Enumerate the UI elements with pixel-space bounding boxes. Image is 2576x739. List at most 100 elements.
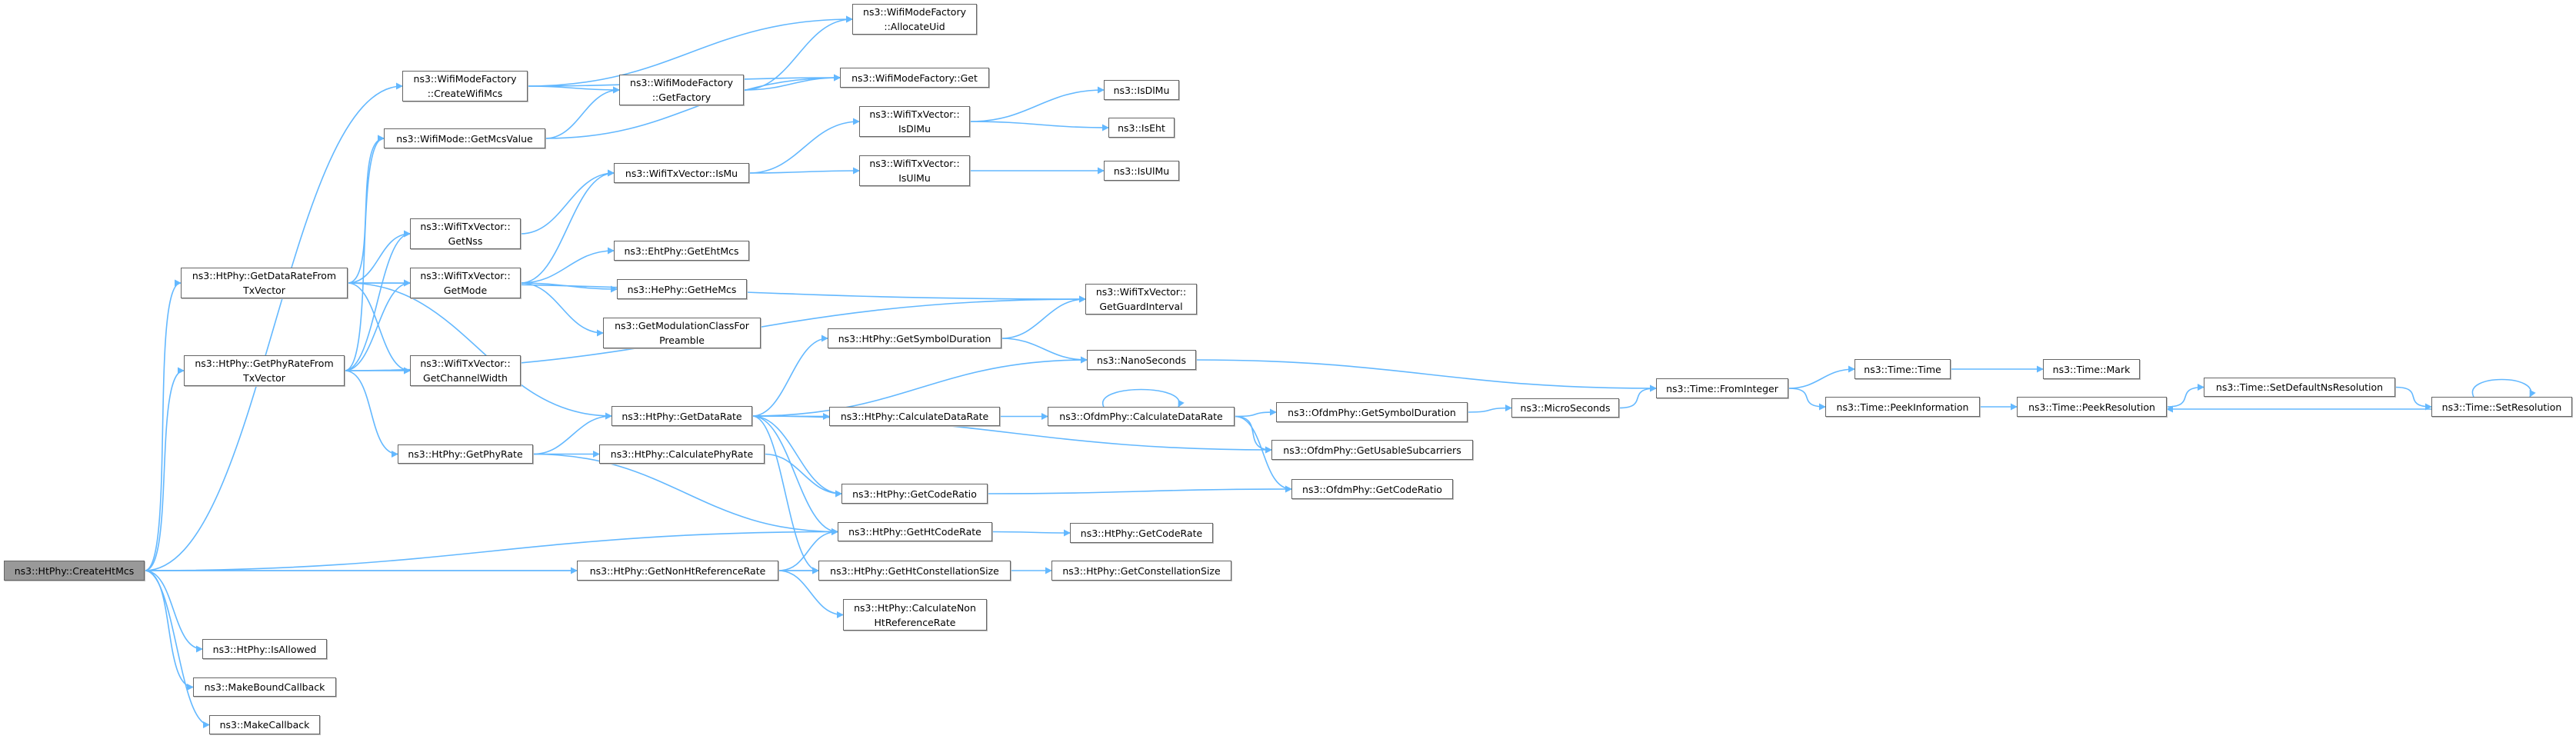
node-label: ns3::IsDlMu <box>1113 84 1170 96</box>
edge-nano-seconds-to-from-integer <box>1195 359 1657 392</box>
node-label: ns3::EhtPhy::GetEhtMcs <box>624 245 739 257</box>
node-label: ns3::OfdmPhy::GetUsableSubcarriers <box>1283 444 1461 456</box>
edge-get-phy-rate-from-tx-vector-to-get-mode <box>344 279 411 371</box>
node-get-eht-mcs[interactable]: ns3::EhtPhy::GetEhtMcs <box>614 241 749 261</box>
node-is-dl-mu[interactable]: ns3::IsDlMu <box>1104 80 1179 100</box>
node-label: ns3::WifiTxVector:: <box>420 221 511 232</box>
edge-create-ht-mcs-to-get-ht-code-rate <box>144 528 838 571</box>
node-label: ns3::WifiTxVector:: <box>1095 286 1187 298</box>
edge-from-integer-to-time-time <box>1788 365 1855 389</box>
node-label: ns3::WifiTxVector:: <box>869 158 960 169</box>
edge-create-ht-mcs-to-make-callback <box>144 570 210 728</box>
edge-get-phy-rate-from-tx-vector-to-get-nss <box>344 230 411 371</box>
node-get-factory[interactable]: ns3::WifiModeFactory::GetFactory <box>619 75 744 105</box>
node-label: ns3::WifiModeFactory <box>630 77 733 88</box>
node-label: HtReferenceRate <box>874 616 956 628</box>
node-label: ns3::HtPhy::GetSymbolDuration <box>838 332 991 345</box>
node-wtvis-ul-mu[interactable]: ns3::WifiTxVector::IsUlMu <box>859 155 970 186</box>
node-wmfget[interactable]: ns3::WifiModeFactory::Get <box>840 68 989 88</box>
node-is-allowed[interactable]: ns3::HtPhy::IsAllowed <box>202 639 327 659</box>
node-get-he-mcs[interactable]: ns3::HePhy::GetHeMcs <box>617 279 747 299</box>
node-label: ns3::HtPhy::GetCodeRatio <box>852 488 977 500</box>
edge-calculate-phy-rate-to-ht-get-code-ratio <box>764 453 842 498</box>
node-is-mu[interactable]: ns3::WifiTxVector::IsMu <box>614 163 749 183</box>
edge-ofdm-get-symbol-duration-to-micro-seconds <box>1467 404 1512 413</box>
node-get-usable-subcarriers[interactable]: ns3::OfdmPhy::GetUsableSubcarriers <box>1271 440 1473 460</box>
edge-peek-resolution-to-set-default-ns-resolution <box>2166 384 2204 408</box>
node-time-time[interactable]: ns3::Time::Time <box>1855 359 1951 379</box>
node-get-guard-interval[interactable]: ns3::WifiTxVector::GetGuardInterval <box>1085 284 1197 315</box>
node-label: ns3::WifiTxVector:: <box>420 270 511 281</box>
node-label: GetChannelWidth <box>423 372 508 384</box>
node-get-code-rate[interactable]: ns3::HtPhy::GetCodeRate <box>1070 523 1213 543</box>
node-label: ns3::HtPhy::GetDataRateFrom <box>192 270 337 281</box>
node-label: ns3::Time::SetDefaultNsResolution <box>2215 381 2384 393</box>
node-create-ht-mcs[interactable]: ns3::HtPhy::CreateHtMcs <box>4 561 145 581</box>
node-wtvis-dl-mu[interactable]: ns3::WifiTxVector::IsDlMu <box>859 106 970 137</box>
node-make-bound-callback[interactable]: ns3::MakeBoundCallback <box>193 677 336 697</box>
node-is-eht[interactable]: ns3::IsEht <box>1108 118 1175 138</box>
node-micro-seconds[interactable]: ns3::MicroSeconds <box>1511 398 1619 418</box>
node-create-wifi-mcs[interactable]: ns3::WifiModeFactory::CreateWifiMcs <box>402 71 528 102</box>
node-make-callback[interactable]: ns3::MakeCallback <box>209 715 320 734</box>
node-label: ns3::Time::PeekResolution <box>2028 401 2155 413</box>
node-get-constellation-size[interactable]: ns3::HtPhy::GetConstellationSize <box>1051 561 1231 581</box>
edge-get-data-rate-to-nano-seconds <box>751 356 1088 417</box>
node-get-nss[interactable]: ns3::WifiTxVector::GetNss <box>410 218 521 249</box>
node-calculate-phy-rate[interactable]: ns3::HtPhy::CalculatePhyRate <box>599 444 765 464</box>
edge-get-data-rate-from-tx-vector-to-get-data-rate <box>347 282 612 420</box>
node-label: ns3::HePhy::GetHeMcs <box>627 283 737 295</box>
node-ht-get-code-ratio[interactable]: ns3::HtPhy::GetCodeRatio <box>841 484 988 504</box>
edge-get-data-rate-to-ht-get-code-ratio <box>751 415 842 498</box>
node-set-resolution[interactable]: ns3::Time::SetResolution <box>2431 397 2572 417</box>
node-ht-calculate-data-rate[interactable]: ns3::HtPhy::CalculateDataRate <box>829 407 1000 426</box>
edge-get-mcs-value-to-wmfget <box>545 74 841 139</box>
node-is-ul-mu[interactable]: ns3::IsUlMu <box>1104 161 1179 181</box>
node-get-non-ht-reference-rate[interactable]: ns3::HtPhy::GetNonHtReferenceRate <box>577 561 778 581</box>
node-get-ht-constellation-size[interactable]: ns3::HtPhy::GetHtConstellationSize <box>818 561 1011 581</box>
edge-create-ht-mcs-to-create-wifi-mcs <box>144 82 403 571</box>
node-label: ns3::HtPhy::CalculateNon <box>854 601 976 614</box>
node-label: ::CreateWifiMcs <box>427 88 503 99</box>
node-label: ns3::OfdmPhy::GetSymbolDuration <box>1288 406 1456 418</box>
node-label: ns3::GetModulationClassFor <box>615 320 749 331</box>
node-get-phy-rate[interactable]: ns3::HtPhy::GetPhyRate <box>398 444 533 464</box>
node-nano-seconds[interactable]: ns3::NanoSeconds <box>1087 350 1196 370</box>
node-get-ht-code-rate[interactable]: ns3::HtPhy::GetHtCodeRate <box>838 522 992 541</box>
node-peek-resolution[interactable]: ns3::Time::PeekResolution <box>2017 397 2167 417</box>
node-label: ns3::HtPhy::GetDataRate <box>622 410 742 422</box>
node-from-integer[interactable]: ns3::Time::FromInteger <box>1656 378 1788 398</box>
node-allocate-uid[interactable]: ns3::WifiModeFactory::AllocateUid <box>852 4 977 35</box>
node-ofdm-get-symbol-duration[interactable]: ns3::OfdmPhy::GetSymbolDuration <box>1276 402 1468 422</box>
node-label: ns3::Time::SetResolution <box>2441 401 2562 413</box>
edge-create-wifi-mcs-to-allocate-uid <box>527 15 853 87</box>
edge-get-data-rate-from-tx-vector-to-get-nss <box>347 230 411 284</box>
node-set-default-ns-resolution[interactable]: ns3::Time::SetDefaultNsResolution <box>2204 378 2395 397</box>
edge-ofdm-calculate-data-rate-to-get-usable-subcarriers <box>1234 415 1272 454</box>
edge-get-mode-to-get-eht-mcs <box>520 247 615 284</box>
edge-get-mode-to-get-mod-class <box>520 282 604 337</box>
edge-create-wifi-mcs-to-get-factory <box>527 85 620 94</box>
node-get-mcs-value[interactable]: ns3::WifiMode::GetMcsValue <box>384 128 545 148</box>
node-label: ::GetFactory <box>651 92 711 103</box>
node-ofdm-get-code-ratio[interactable]: ns3::OfdmPhy::GetCodeRatio <box>1291 479 1453 499</box>
node-label: ns3::Time::FromInteger <box>1666 382 1778 394</box>
node-label: IsUlMu <box>898 172 931 184</box>
node-ofdm-calculate-data-rate[interactable]: ns3::OfdmPhy::CalculateDataRate <box>1048 407 1235 426</box>
node-get-mode[interactable]: ns3::WifiTxVector::GetMode <box>410 268 521 298</box>
node-label: ns3::MakeCallback <box>219 719 310 731</box>
edge-get-mcs-value-to-get-factory <box>545 86 620 139</box>
node-time-mark[interactable]: ns3::Time::Mark <box>2043 359 2140 379</box>
node-label: ns3::HtPhy::GetNonHtReferenceRate <box>589 564 766 577</box>
node-get-data-rate[interactable]: ns3::HtPhy::GetDataRate <box>612 406 752 426</box>
node-peek-information[interactable]: ns3::Time::PeekInformation <box>1825 397 1980 417</box>
node-ht-get-symbol-duration[interactable]: ns3::HtPhy::GetSymbolDuration <box>828 328 1001 348</box>
node-label: ns3::NanoSeconds <box>1097 354 1186 366</box>
node-get-channel-width[interactable]: ns3::WifiTxVector::GetChannelWidth <box>410 355 521 386</box>
node-label: IsDlMu <box>898 123 931 135</box>
